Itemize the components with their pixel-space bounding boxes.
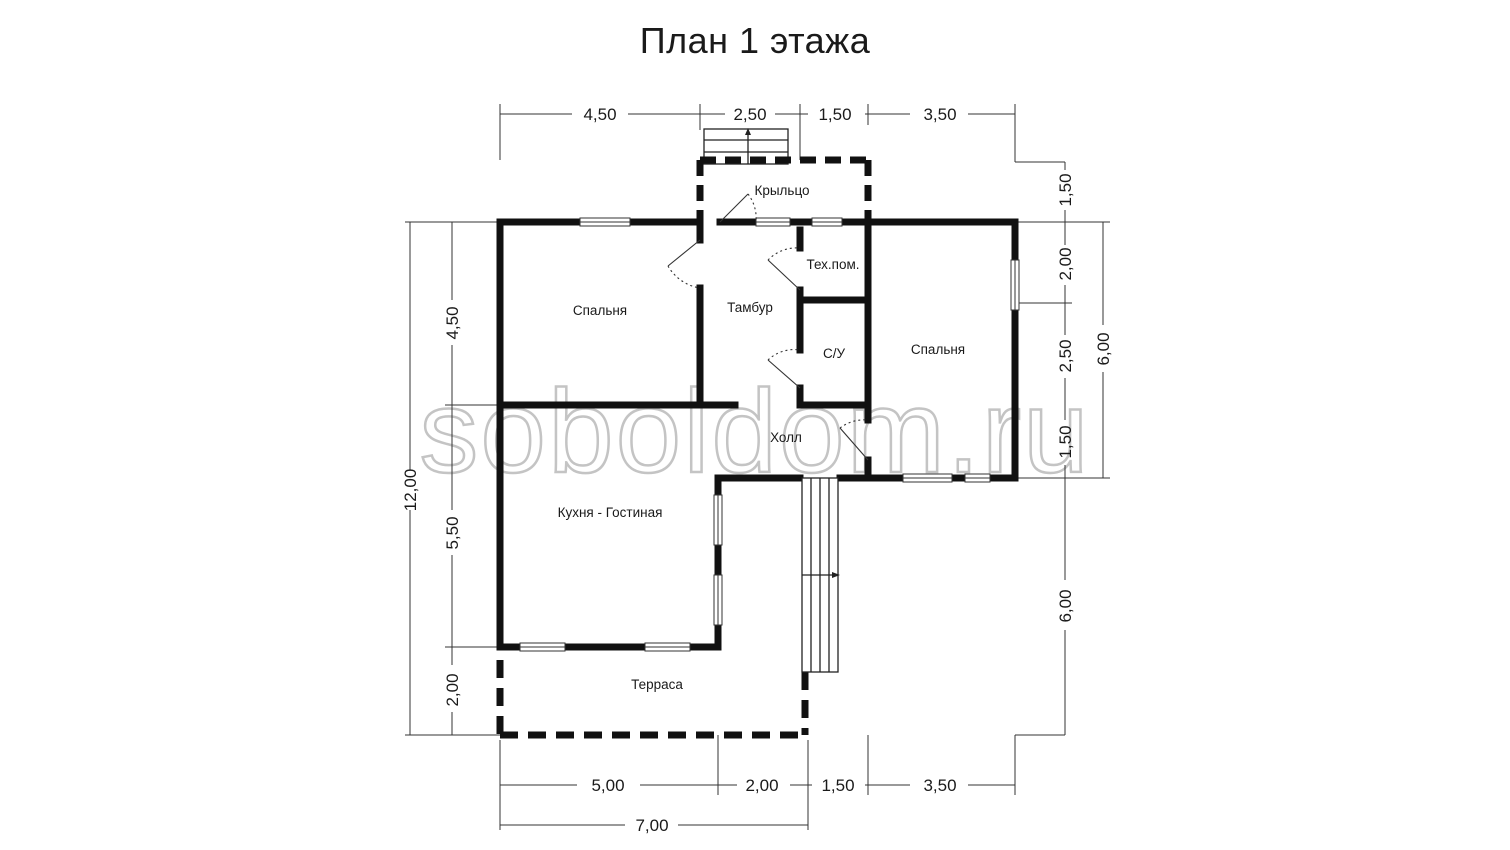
windows <box>519 217 1020 652</box>
dim-left-1: 4,50 <box>443 306 462 339</box>
room-porch-label: Крыльцо <box>754 183 809 198</box>
dim-right-3: 2,50 <box>1056 339 1075 372</box>
room-kitchen-label: Кухня - Гостиная <box>558 505 663 520</box>
dim-left-total: 12,00 <box>401 469 420 512</box>
room-bedroom-left-label: Спальня <box>573 303 627 318</box>
room-utility-label: Тех.пом. <box>806 257 859 272</box>
dim-right-2: 2,00 <box>1056 247 1075 280</box>
dim-right-5: 6,00 <box>1056 589 1075 622</box>
dim-top-2: 2,50 <box>733 105 766 124</box>
room-hall-label: Холл <box>770 430 802 445</box>
dim-left-2: 5,50 <box>443 516 462 549</box>
doors <box>667 193 869 461</box>
dim-bottom-4: 3,50 <box>923 776 956 795</box>
page-title: План 1 этажа <box>639 20 871 61</box>
room-bathroom-label: С/У <box>823 346 846 361</box>
dimension-lines <box>405 104 1110 830</box>
walls <box>496 218 1019 651</box>
dim-top-3: 1,50 <box>818 105 851 124</box>
room-bedroom-right-label: Спальня <box>911 342 965 357</box>
dim-bottom-1: 5,00 <box>591 776 624 795</box>
side-stairs <box>801 477 840 673</box>
dim-right-total: 6,00 <box>1094 332 1113 365</box>
dim-bottom-2: 2,00 <box>745 776 778 795</box>
room-terrace-label: Терраса <box>631 677 683 692</box>
dim-right-1: 1,50 <box>1056 173 1075 206</box>
room-labels: Крыльцо Спальня Тамбур Тех.пом. С/У Спал… <box>558 183 966 692</box>
dim-left-3: 2,00 <box>443 673 462 706</box>
dim-right-4: 1,50 <box>1056 425 1075 458</box>
room-vestibule-label: Тамбур <box>727 300 773 315</box>
porch-outline <box>696 156 872 222</box>
dimension-labels: 4,50 2,50 1,50 3,50 5,00 2,00 1,50 3,50 … <box>401 105 1113 835</box>
dim-top-1: 4,50 <box>583 105 616 124</box>
dim-bottom-3: 1,50 <box>821 776 854 795</box>
dim-top-4: 3,50 <box>923 105 956 124</box>
porch-stairs <box>703 128 789 165</box>
dim-bottom-total: 7,00 <box>635 816 668 835</box>
terrace-outline <box>496 660 809 739</box>
